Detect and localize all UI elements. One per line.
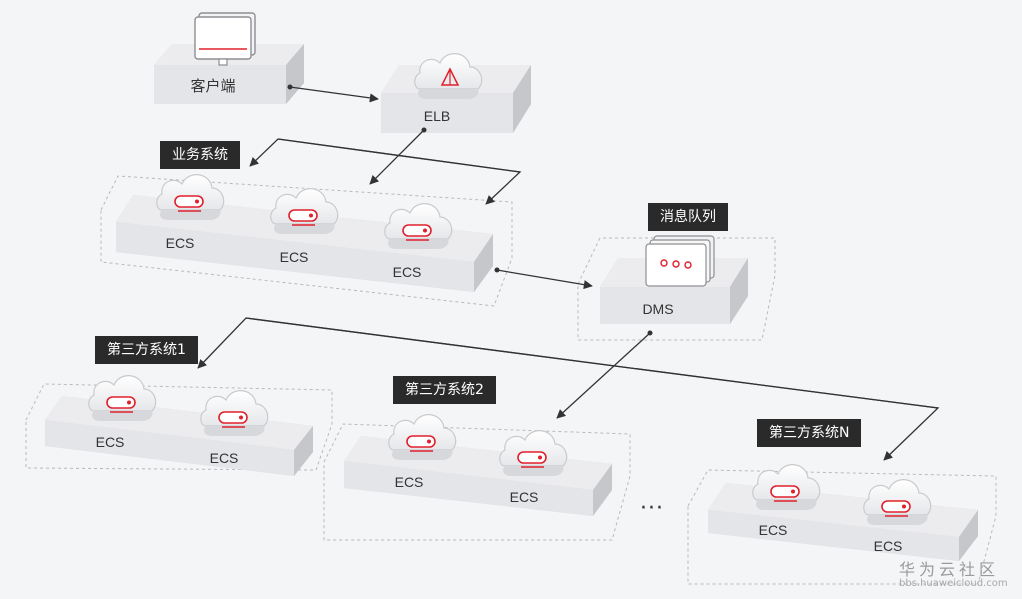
ecs-cloud-icon xyxy=(269,187,339,235)
ecs-label: ECS xyxy=(873,538,903,554)
business-to-dms-arrow xyxy=(496,269,593,290)
dms-label: DMS xyxy=(642,301,674,317)
third2-platform xyxy=(344,413,612,516)
more-systems-ellipsis: ··· xyxy=(640,496,664,521)
business-system-tag: 业务系统 xyxy=(160,141,240,169)
monitor-icon xyxy=(194,12,256,66)
ecs-label: ECS xyxy=(392,264,422,280)
thirdN-platform xyxy=(708,463,978,561)
ecs-label: ECS xyxy=(758,522,788,538)
ecs-label: ECS xyxy=(209,450,239,466)
ecs-cloud-icon xyxy=(383,202,453,250)
message-queue-tag: 消息队列 xyxy=(648,203,728,231)
dms-to-thirdN-arrow xyxy=(245,317,940,461)
ecs-label: ECS xyxy=(509,489,539,505)
client-label: 客户端 xyxy=(190,77,236,95)
ecs-label: ECS xyxy=(165,235,195,251)
ecs-label: ECS xyxy=(279,249,309,265)
ecs-cloud-icon xyxy=(155,173,225,221)
elb-to-ecs3-arrow xyxy=(277,138,522,205)
watermark-title: 华为云社区 xyxy=(899,560,1000,579)
third-party-2-tag: 第三方系统2 xyxy=(393,376,496,404)
dms-to-third1-arrow xyxy=(197,317,939,409)
dms-node xyxy=(600,235,748,324)
ecs-label: ECS xyxy=(394,474,424,490)
third1-platform xyxy=(45,374,313,476)
elb-node xyxy=(381,53,531,133)
ecs-label: ECS xyxy=(95,434,125,450)
business-platform xyxy=(116,173,493,292)
elb-to-business-arrow xyxy=(369,129,425,185)
group-outlines xyxy=(25,175,997,585)
ecs-cloud-icon xyxy=(862,478,932,526)
client-to-elb-arrow xyxy=(289,86,379,103)
third-party-1-tag: 第三方系统1 xyxy=(95,336,198,364)
watermark-url: bbs.huaweicloud.com xyxy=(899,578,1008,589)
third-party-n-tag: 第三方系统N xyxy=(757,419,862,447)
ecs-cloud-icon xyxy=(87,374,157,422)
connector-dots xyxy=(287,84,653,336)
ecs-cloud-icon xyxy=(387,413,457,461)
connectors xyxy=(197,86,940,461)
message-card-icon xyxy=(645,235,715,287)
load-balancer-icon xyxy=(414,53,483,99)
ecs-cloud-icon xyxy=(498,429,568,477)
dms-to-third2-arrow xyxy=(556,332,651,419)
ecs-cloud-icon xyxy=(199,389,269,437)
ecs-cloud-icon xyxy=(751,463,821,511)
elb-label: ELB xyxy=(423,108,451,124)
client-node xyxy=(154,12,304,104)
